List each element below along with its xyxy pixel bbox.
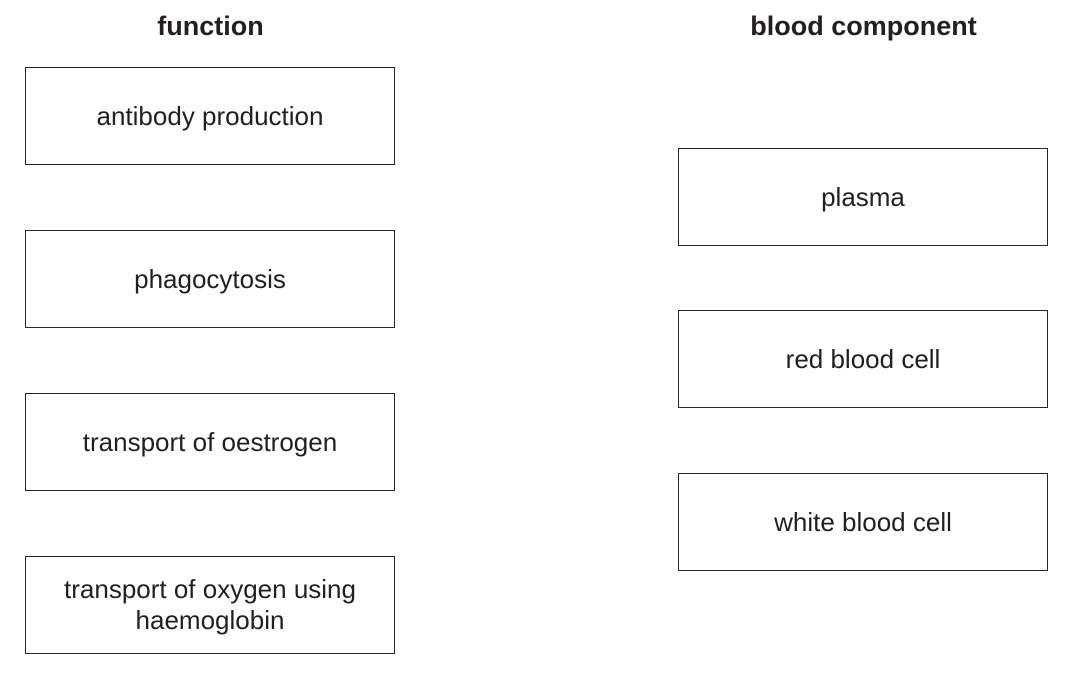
box-label: antibody production	[96, 100, 324, 131]
box-label: white blood cell	[774, 506, 952, 537]
function-box-transport-of-oxygen[interactable]: transport of oxygen using haemoglobin	[25, 556, 395, 654]
component-box-white-blood-cell[interactable]: white blood cell	[678, 473, 1048, 571]
box-label: transport of oxygen using haemoglobin	[64, 574, 356, 635]
box-label: transport of oestrogen	[82, 426, 338, 457]
function-box-phagocytosis[interactable]: phagocytosis	[25, 230, 395, 328]
box-label: phagocytosis	[134, 263, 286, 294]
function-box-transport-of-oestrogen[interactable]: transport of oestrogen	[25, 393, 395, 491]
function-column-header: function	[157, 11, 264, 41]
component-box-plasma[interactable]: plasma	[678, 148, 1048, 246]
component-box-red-blood-cell[interactable]: red blood cell	[678, 310, 1048, 408]
box-label: red blood cell	[785, 343, 941, 374]
function-box-antibody-production[interactable]: antibody production	[25, 67, 395, 165]
box-label: plasma	[821, 181, 905, 212]
blood-component-column-header: blood component	[750, 11, 977, 41]
